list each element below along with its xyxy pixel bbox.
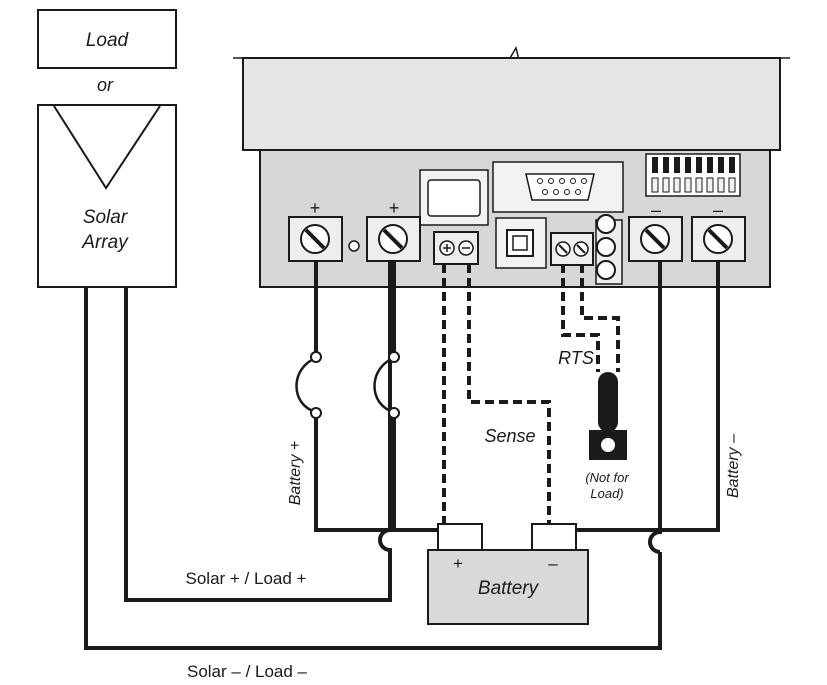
sense-terminal-block[interactable] [433, 231, 479, 265]
battery [427, 523, 589, 625]
rts-terminal-block[interactable] [550, 232, 594, 266]
terminal-battery-positive[interactable] [366, 216, 421, 262]
or-label: or [97, 75, 114, 95]
dip-switch-bank[interactable] [645, 153, 741, 197]
load-box [37, 9, 177, 69]
network-port [419, 169, 489, 226]
battery-negative-wire [570, 261, 720, 532]
battery-neg-terminal-label: – [548, 554, 558, 573]
not-for-load-label-1: (Not for [585, 470, 629, 485]
solar-array-label-1: Solar [83, 207, 128, 228]
solar-minus-load-minus-label: Solar – / Load – [187, 662, 308, 681]
terminal-minus-label-2: – [713, 200, 723, 220]
rts-probe [589, 372, 627, 460]
terminal-solar-negative[interactable] [628, 216, 683, 262]
rts-wires [561, 264, 620, 372]
terminal-minus-label-1: – [651, 200, 661, 220]
sense-wires [442, 264, 551, 523]
terminal-plus-label-1: + [310, 198, 321, 218]
solar-plus-load-plus-label: Solar + / Load + [186, 569, 307, 588]
indicator-led [348, 240, 360, 252]
status-led-stack [595, 214, 623, 285]
battery-pos-terminal-label: + [453, 554, 463, 573]
battery-minus-label: Battery – [725, 434, 742, 498]
terminal-battery-negative[interactable] [691, 216, 746, 262]
terminal-plus-label-2: + [389, 198, 400, 218]
solar-array-symbol [53, 105, 161, 190]
solar-array-label-2: Array [81, 232, 129, 253]
solar-array-box [37, 104, 177, 288]
load-label: Load [86, 30, 130, 51]
rts-label: RTS [558, 348, 594, 368]
serial-port [492, 161, 624, 213]
fuse-connectors [310, 351, 400, 419]
sense-label: Sense [484, 426, 535, 446]
meter-button[interactable] [495, 217, 547, 269]
terminal-solar-positive[interactable] [288, 216, 343, 262]
controller-housing [233, 46, 790, 151]
battery-plus-label: Battery + [287, 441, 304, 505]
battery-label: Battery [478, 578, 540, 599]
not-for-load-label-2: Load) [590, 486, 623, 501]
battery-positive-wire [295, 261, 440, 532]
